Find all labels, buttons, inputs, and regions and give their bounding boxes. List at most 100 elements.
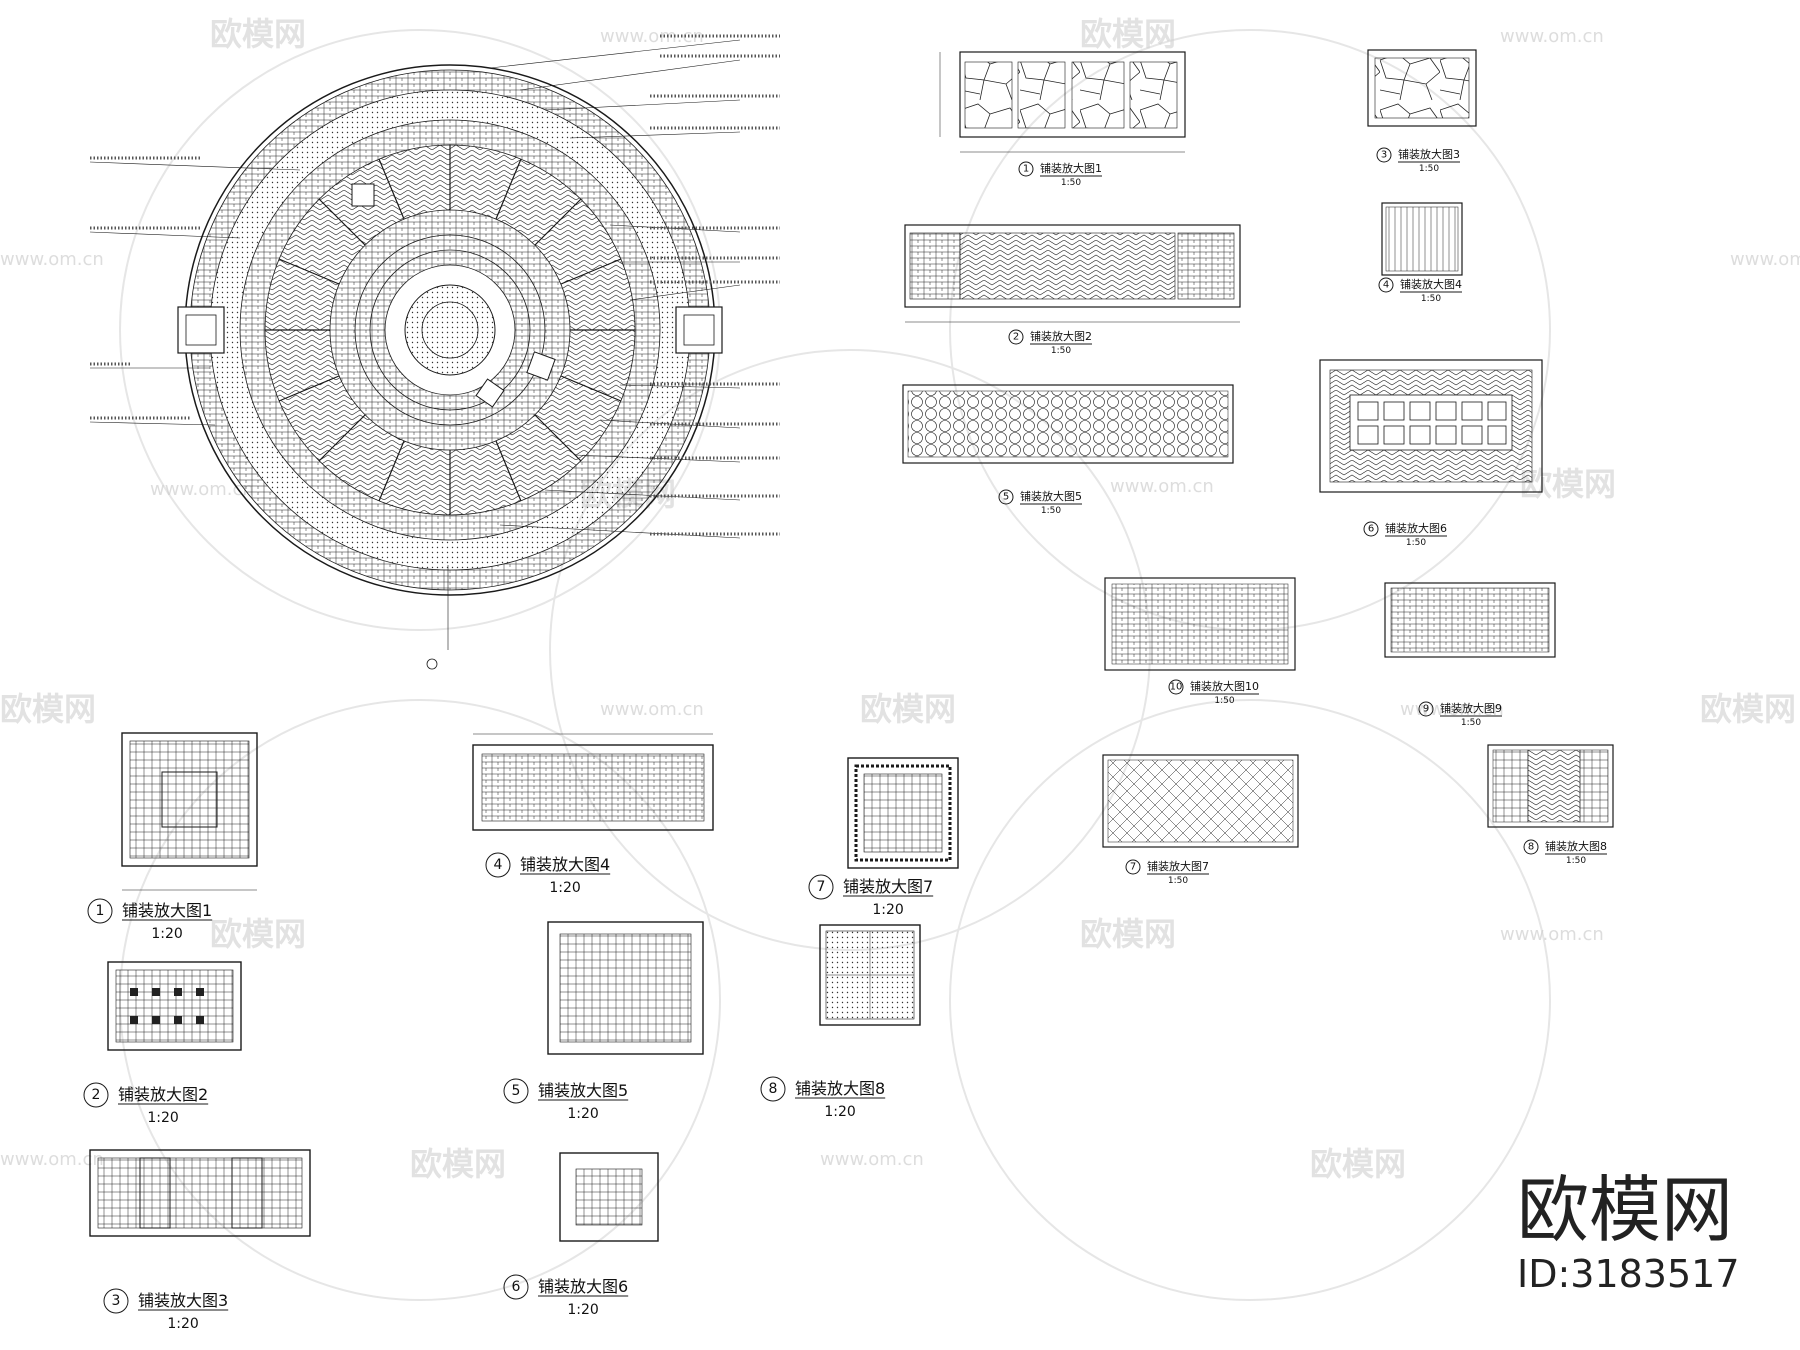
detail-scale: 1:50 <box>1061 178 1081 188</box>
detail-number-circle <box>808 874 834 900</box>
watermark-text: 欧模网 <box>410 1145 506 1183</box>
detail-small-2 <box>904 224 1241 323</box>
detail-number-circle <box>1125 859 1141 875</box>
plan-leader-lines <box>89 39 741 539</box>
detail-title: 铺装放大图9 <box>1440 701 1502 715</box>
watermark-url: www.om.cn <box>600 699 704 720</box>
detail-scale: 1:20 <box>872 902 903 918</box>
detail-number-circle <box>87 898 113 924</box>
detail-large-1 <box>121 732 258 891</box>
detail-number: 9 <box>1423 704 1429 715</box>
circular-plaza-plan <box>89 34 780 670</box>
detail-large-3 <box>89 1149 311 1237</box>
watermark-url: www.om.cn <box>1400 699 1504 720</box>
detail-scale: 1:20 <box>549 880 580 896</box>
watermark-url: www.om.cn <box>600 26 704 47</box>
detail-large-8 <box>819 924 921 1026</box>
detail-scale: 1:20 <box>824 1104 855 1120</box>
detail-large-2 <box>107 961 242 1051</box>
plan-annotation-text <box>90 34 780 536</box>
detail-number-circle <box>1363 521 1379 537</box>
detail-title: 铺装放大图5 <box>1020 489 1082 503</box>
detail-number-circle <box>1008 329 1024 345</box>
detail-title: 铺装放大图3 <box>1398 147 1460 161</box>
watermark-text: 欧模网 <box>210 915 306 953</box>
detail-number: 2 <box>92 1087 101 1103</box>
detail-scale: 1:50 <box>1214 696 1234 706</box>
detail-scale: 1:20 <box>151 926 182 942</box>
watermark-url: www.om.cn <box>1500 924 1604 945</box>
watermark-url: www.om.cn <box>1110 476 1214 497</box>
detail-number: 10 <box>1170 682 1183 693</box>
detail-scale: 1:50 <box>1566 856 1586 866</box>
detail-number: 8 <box>1528 842 1534 853</box>
detail-small-10 <box>1104 577 1296 671</box>
watermark-url: www.om.cn <box>0 1149 104 1170</box>
detail-number: 4 <box>1383 280 1389 291</box>
watermark-text: 欧模网 <box>210 15 306 53</box>
detail-small-1 <box>939 51 1186 153</box>
detail-scale: 1:50 <box>1461 718 1481 728</box>
detail-small-9 <box>1384 582 1556 658</box>
detail-number-circle <box>760 1076 786 1102</box>
watermark-text: 欧模网 <box>0 690 96 728</box>
detail-scale: 1:20 <box>147 1110 178 1126</box>
detail-title: 铺装放大图4 <box>1400 277 1462 291</box>
detail-number-circle <box>1168 679 1184 695</box>
detail-number: 7 <box>817 879 826 895</box>
watermark-text: 欧模网 <box>1310 1145 1406 1183</box>
detail-title: 铺装放大图10 <box>1190 679 1259 693</box>
detail-number-circle <box>503 1078 529 1104</box>
detail-number-circle <box>998 489 1014 505</box>
brand-logo-text: 欧模网 <box>1517 1168 1733 1252</box>
detail-number: 6 <box>512 1279 521 1295</box>
detail-number: 4 <box>494 857 503 873</box>
detail-scale: 1:50 <box>1406 538 1426 548</box>
detail-number: 2 <box>1013 332 1019 343</box>
detail-title: 铺装放大图4 <box>520 855 610 874</box>
detail-captions: 1 铺装放大图1 1:50 2 铺装放大图2 1:50 3 铺装放大图3 1:50 4 铺装放大图4… <box>83 147 1607 1332</box>
detail-number: 3 <box>1381 150 1387 161</box>
detail-number: 8 <box>769 1081 778 1097</box>
detail-large-6 <box>559 1152 659 1242</box>
detail-number-circle <box>1376 147 1392 163</box>
brand-id: ID:3183517 <box>1517 1252 1740 1296</box>
detail-title: 铺装放大图2 <box>1030 329 1092 343</box>
watermark-text: 欧模网 <box>1700 690 1796 728</box>
detail-number-circle <box>1018 161 1034 177</box>
detail-title: 铺装放大图3 <box>138 1291 228 1310</box>
detail-number: 3 <box>112 1293 121 1309</box>
detail-scale: 1:50 <box>1419 164 1439 174</box>
detail-small-8 <box>1487 744 1614 828</box>
detail-small-6 <box>1319 359 1543 493</box>
watermark-url: www.om.cn <box>1730 249 1800 270</box>
detail-number: 1 <box>1023 164 1029 175</box>
detail-title: 铺装放大图8 <box>795 1079 885 1098</box>
detail-large-4 <box>472 733 714 831</box>
detail-title: 铺装放大图7 <box>843 877 933 896</box>
watermark-url: www.om.cn <box>820 1149 924 1170</box>
detail-title: 铺装放大图2 <box>118 1085 208 1104</box>
detail-title: 铺装放大图1 <box>1040 161 1102 175</box>
detail-number-circle <box>1523 839 1539 855</box>
watermark-url: www.om.cn <box>0 249 104 270</box>
watermark-text: 欧模网 <box>1080 915 1176 953</box>
detail-title: 铺装放大图1 <box>122 901 212 920</box>
detail-scale: 1:50 <box>1041 506 1061 516</box>
detail-scale: 1:20 <box>567 1106 598 1122</box>
detail-number-circle <box>1418 701 1434 717</box>
detail-title: 铺装放大图5 <box>538 1081 628 1100</box>
detail-number: 7 <box>1130 862 1136 873</box>
detail-number-circle <box>503 1274 529 1300</box>
detail-small-3 <box>1367 49 1477 127</box>
detail-large-7 <box>847 757 959 869</box>
detail-number: 5 <box>512 1083 521 1099</box>
detail-number: 6 <box>1368 524 1374 535</box>
watermark-text: 欧模网 <box>1080 15 1176 53</box>
detail-small-4 <box>1381 202 1463 276</box>
detail-title: 铺装放大图6 <box>1385 521 1447 535</box>
detail-number-circle <box>83 1082 109 1108</box>
detail-title: 铺装放大图8 <box>1545 839 1607 853</box>
detail-scale: 1:20 <box>167 1316 198 1332</box>
